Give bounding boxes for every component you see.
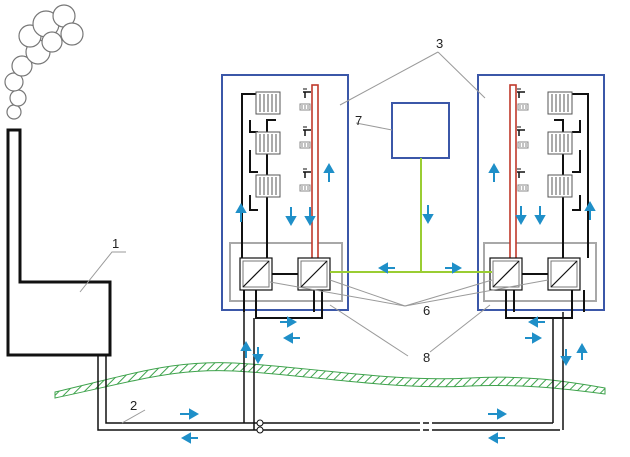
radiator-icon: [547, 91, 573, 115]
radiator-icon: [255, 174, 281, 198]
control-line: [330, 158, 492, 273]
label-building: 3: [436, 36, 443, 51]
heat-exchanger-icon: [239, 257, 273, 291]
label-substation: 8: [423, 350, 430, 365]
heat-exchanger-icon: [547, 257, 581, 291]
flow-arrow-icon: [180, 162, 596, 444]
smoke-icon: [4, 4, 84, 120]
label-heat-exchanger: 6: [423, 303, 430, 318]
ground-hatch: [54, 362, 606, 399]
leader-lines: [79, 51, 549, 424]
building-right: [477, 74, 605, 319]
main-pipeline: [97, 312, 564, 431]
label-control-unit: 7: [355, 113, 362, 128]
building-left: [221, 74, 349, 319]
label-boiler-house: 1: [112, 236, 119, 251]
radiator-icon: [547, 174, 573, 198]
label-main-pipeline: 2: [130, 398, 137, 413]
control-unit: [391, 102, 450, 159]
radiator-icon: [255, 131, 281, 155]
boiler-house: [6, 128, 112, 357]
radiator-icon: [255, 91, 281, 115]
heat-exchanger-icon: [297, 257, 331, 291]
radiator-icon: [547, 131, 573, 155]
